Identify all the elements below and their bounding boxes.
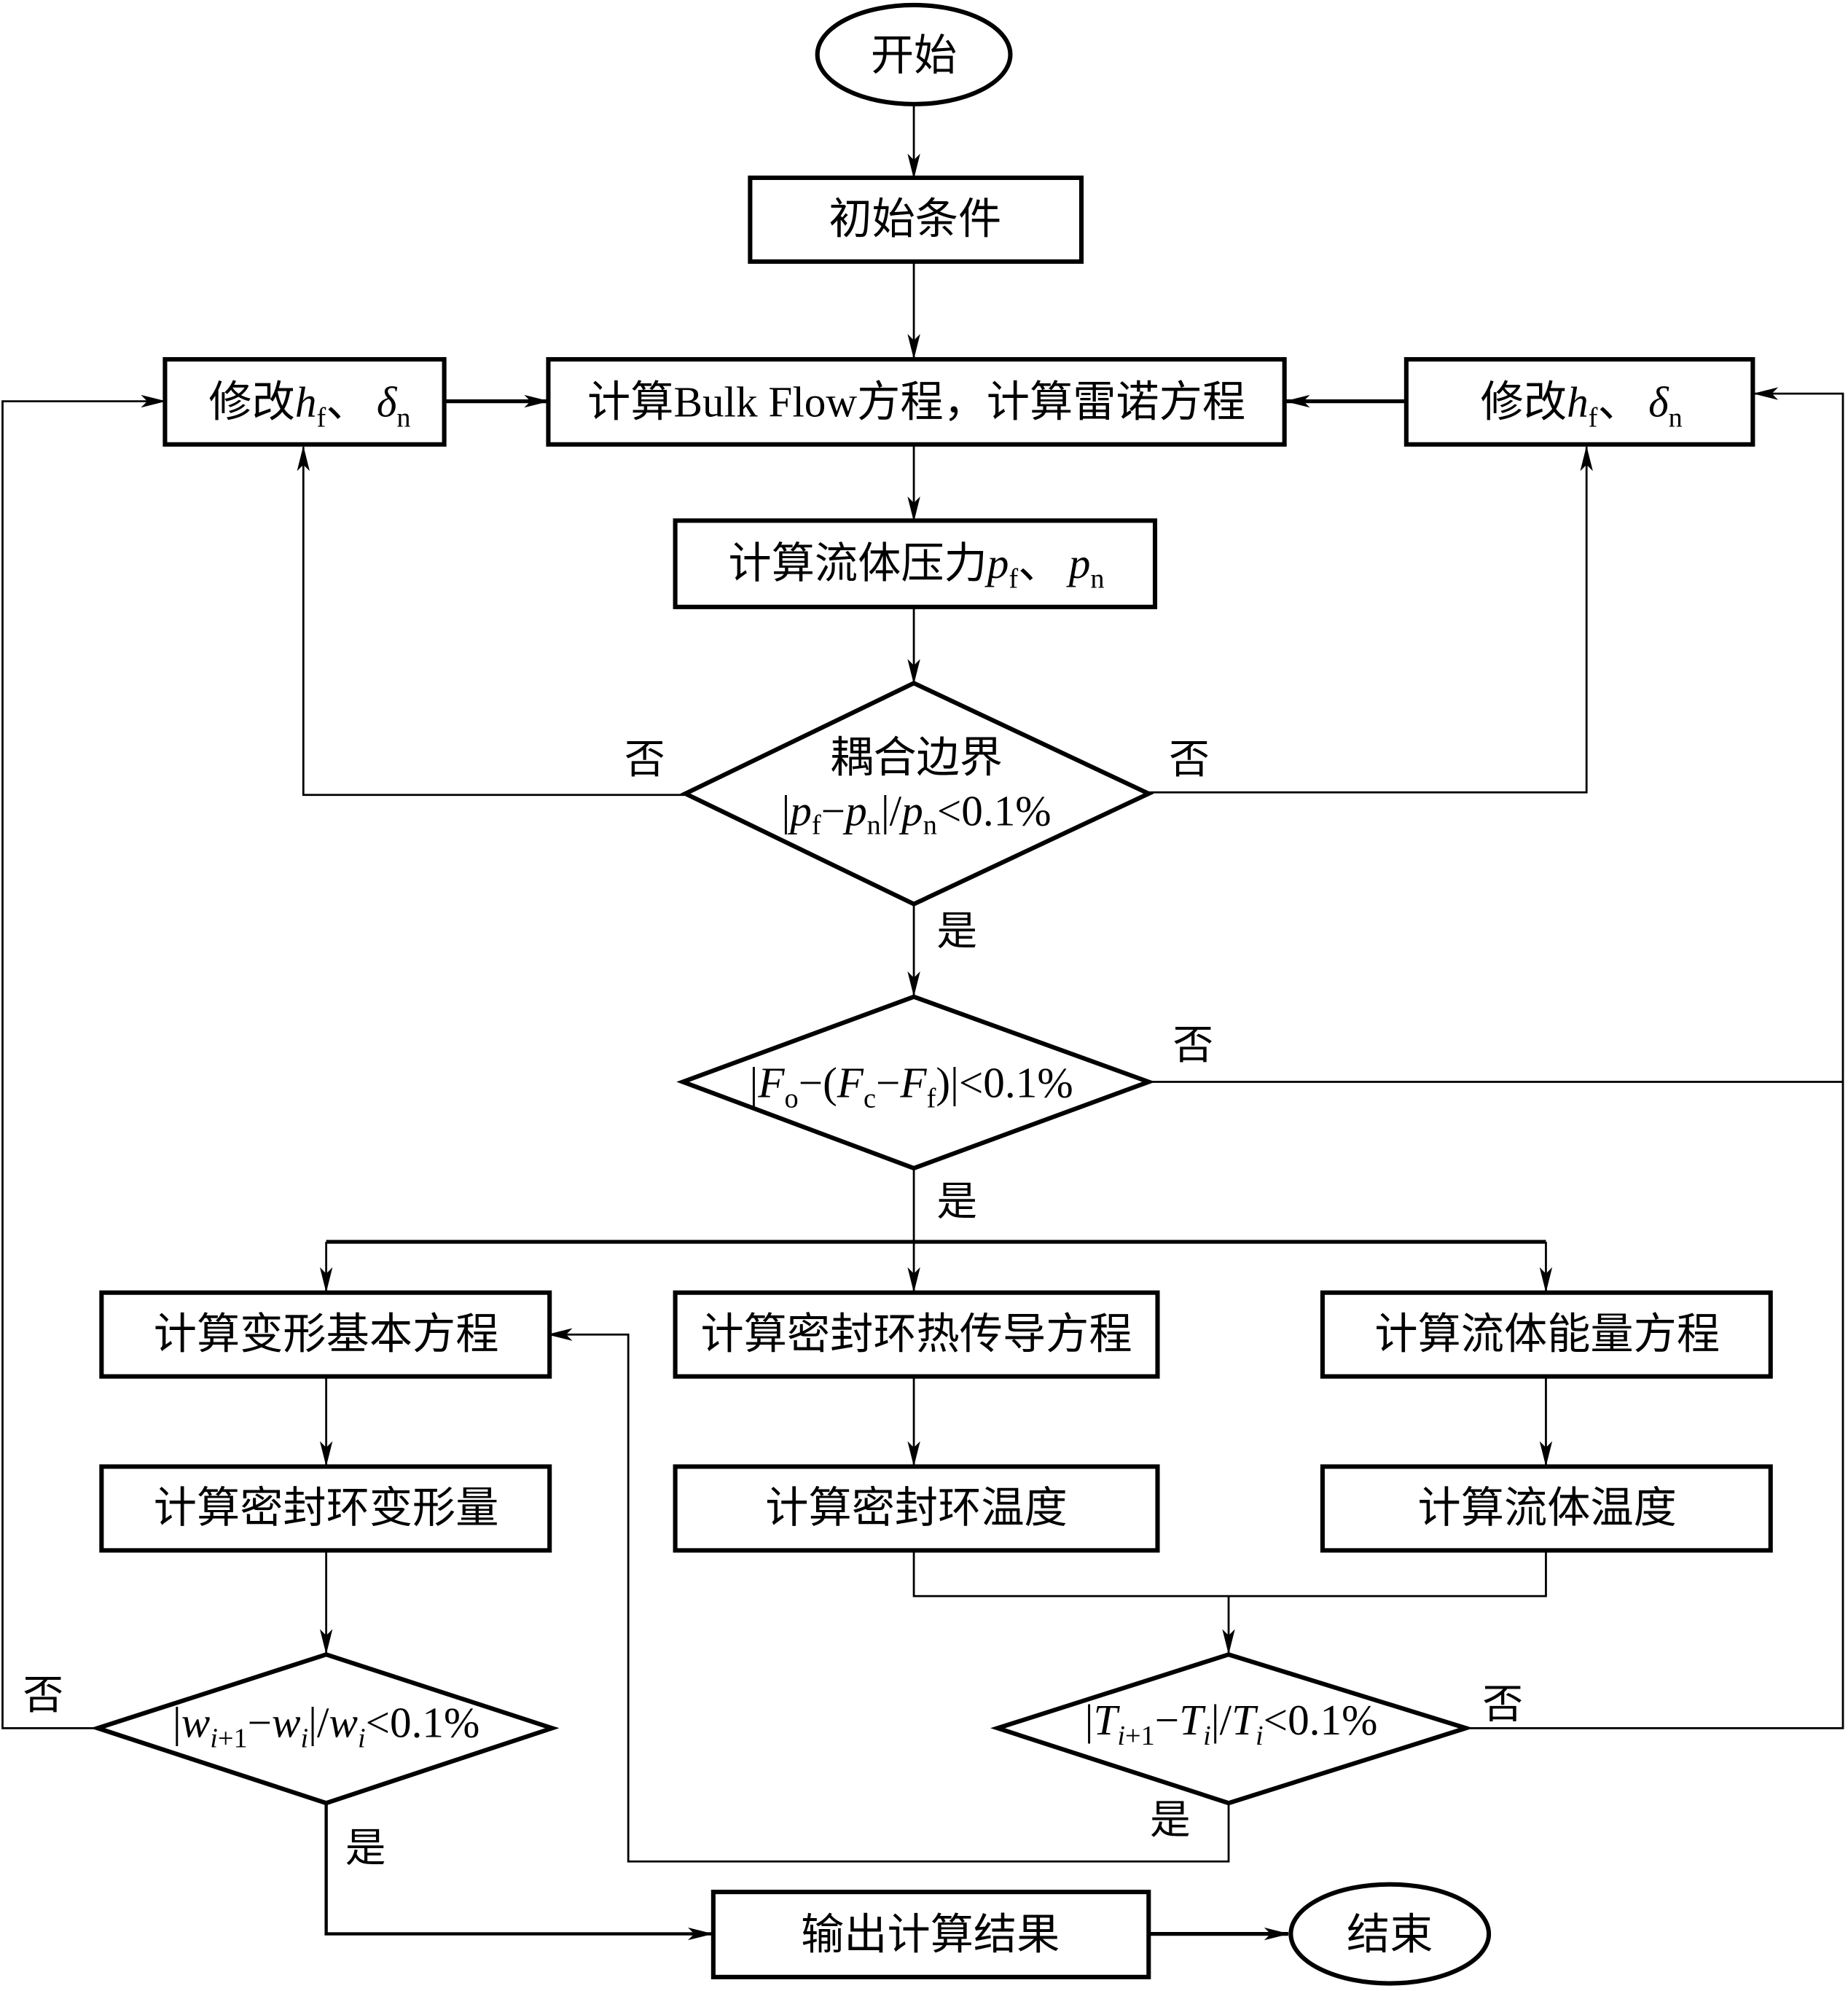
bulk-flow-label: 计算Bulk Flow方程，计算雷诺方程 (587, 378, 1245, 426)
bulk-flow-box: 计算Bulk Flow方程，计算雷诺方程 (546, 357, 1287, 447)
coupling-no-right-label: 否 (1169, 738, 1210, 783)
energy-equation-box: 计算流体能量方程 (1320, 1290, 1773, 1379)
coupling-title: 耦合边界 (830, 733, 1003, 781)
temperature-no-label: 否 (1482, 1682, 1523, 1727)
deform-equation-label: 计算变形基本方程 (154, 1310, 499, 1358)
output-label: 输出计算结果 (801, 1910, 1060, 1958)
temperature-yes-label: 是 (1150, 1798, 1191, 1843)
temperature-decision: |Ti+1−Ti|/Ti<0.1% (990, 1652, 1473, 1806)
deformation-decision: |wi+1−wi|/wi<0.1% (90, 1652, 560, 1806)
modify-left-box: 修改hf、δn (163, 357, 447, 447)
deformation-formula: |wi+1−wi|/wi<0.1% (173, 1699, 480, 1754)
edge-deformdec-yes (324, 1803, 713, 1941)
temperature-formula: |Ti+1−Ti|/Ti<0.1% (1085, 1696, 1378, 1751)
energy-equation-label: 计算流体能量方程 (1374, 1310, 1720, 1358)
edge-tempdec-yes (547, 1328, 1230, 1863)
edges (1, 103, 1844, 1941)
force-formula: |Fo−(Fc−Ff)|<0.1% (750, 1058, 1073, 1114)
edge-coupling-no-left (297, 445, 686, 797)
edge-force-no (1148, 387, 1844, 1083)
initial-conditions-label: 初始条件 (829, 195, 1001, 243)
start-label: 开始 (871, 31, 957, 79)
pressure-label: 计算流体压力pf、pn (729, 539, 1105, 595)
fluid-temperature-box: 计算流体温度 (1320, 1464, 1773, 1553)
edge-tempdec-no (1465, 1081, 1844, 1729)
force-yes-label: 是 (936, 1179, 977, 1224)
modify-right-box: 修改hf、δn (1403, 357, 1755, 447)
deform-amount-label: 计算密封环变形量 (154, 1484, 499, 1532)
initial-conditions-box: 初始条件 (748, 175, 1084, 264)
edge-coupling-no-right (1148, 445, 1593, 794)
deformation-no-label: 否 (23, 1673, 63, 1718)
edge-temps-merge (912, 1550, 1547, 1597)
end-label: 结束 (1347, 1910, 1433, 1958)
output-box: 输出计算结果 (710, 1890, 1151, 1979)
coupling-formula: |pf−pn|/pn<0.1% (781, 787, 1051, 841)
ring-temperature-label: 计算密封环温度 (765, 1484, 1067, 1532)
force-decision: |Fo−(Fc−Ff)|<0.1% (676, 994, 1156, 1171)
coupling-no-left-label: 否 (625, 738, 665, 783)
heat-equation-label: 计算密封环热传导方程 (701, 1310, 1132, 1358)
fluid-temperature-label: 计算流体温度 (1418, 1484, 1677, 1532)
ring-temperature-box: 计算密封环温度 (673, 1464, 1160, 1553)
deformation-yes-label: 是 (345, 1826, 386, 1871)
modify-left-label: 修改hf、δn (208, 378, 410, 433)
coupling-decision: 耦合边界 |pf−pn|/pn<0.1% (680, 681, 1154, 907)
deform-amount-box: 计算密封环变形量 (99, 1464, 552, 1553)
start-node: 开始 (815, 2, 1013, 106)
coupling-yes-label: 是 (936, 909, 977, 954)
end-node: 结束 (1288, 1882, 1492, 1986)
heat-equation-box: 计算密封环热传导方程 (673, 1290, 1160, 1379)
pressure-box: 计算流体压力pf、pn (673, 518, 1158, 609)
modify-right-label: 修改hf、δn (1481, 378, 1683, 433)
edge-deformdec-no (1, 394, 167, 1729)
deform-equation-box: 计算变形基本方程 (99, 1290, 552, 1379)
force-no-label: 否 (1172, 1023, 1213, 1068)
